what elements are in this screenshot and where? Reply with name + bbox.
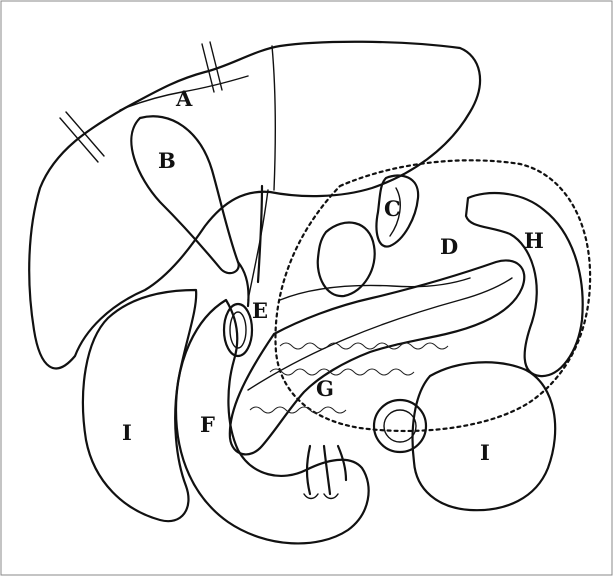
label-f: F: [200, 412, 215, 437]
label-h: H: [524, 228, 544, 253]
label-c: C: [384, 196, 401, 221]
label-i-right: I: [480, 440, 490, 465]
label-d: D: [440, 234, 458, 259]
label-e: E: [252, 298, 268, 323]
label-b: B: [158, 148, 176, 173]
label-i-left: I: [122, 420, 132, 445]
label-a: A: [175, 86, 193, 111]
label-g: G: [316, 376, 334, 401]
